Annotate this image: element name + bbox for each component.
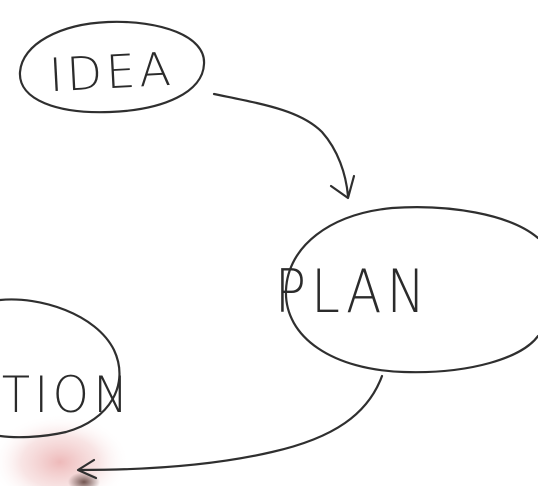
node-action-label: TION bbox=[2, 366, 133, 424]
node-idea-label: IDEA bbox=[48, 42, 176, 102]
hand-blur bbox=[0, 414, 130, 486]
arrow-idea-to-plan-head bbox=[329, 174, 356, 200]
arrow-plan-to-action-head bbox=[76, 458, 98, 480]
node-idea-ellipse bbox=[18, 20, 206, 114]
node-action: TION bbox=[0, 298, 133, 439]
arrow-idea-to-plan-line bbox=[212, 92, 350, 198]
node-plan: PLAN bbox=[275, 206, 538, 374]
node-action-ellipse bbox=[0, 298, 121, 439]
node-plan-ellipse bbox=[284, 206, 538, 374]
arrow-idea-to-plan bbox=[212, 92, 356, 200]
node-idea: IDEA bbox=[18, 20, 206, 114]
arrow-plan-to-action bbox=[76, 374, 384, 480]
node-plan-label: PLAN bbox=[275, 257, 431, 327]
arrow-plan-to-action-line bbox=[78, 374, 384, 472]
